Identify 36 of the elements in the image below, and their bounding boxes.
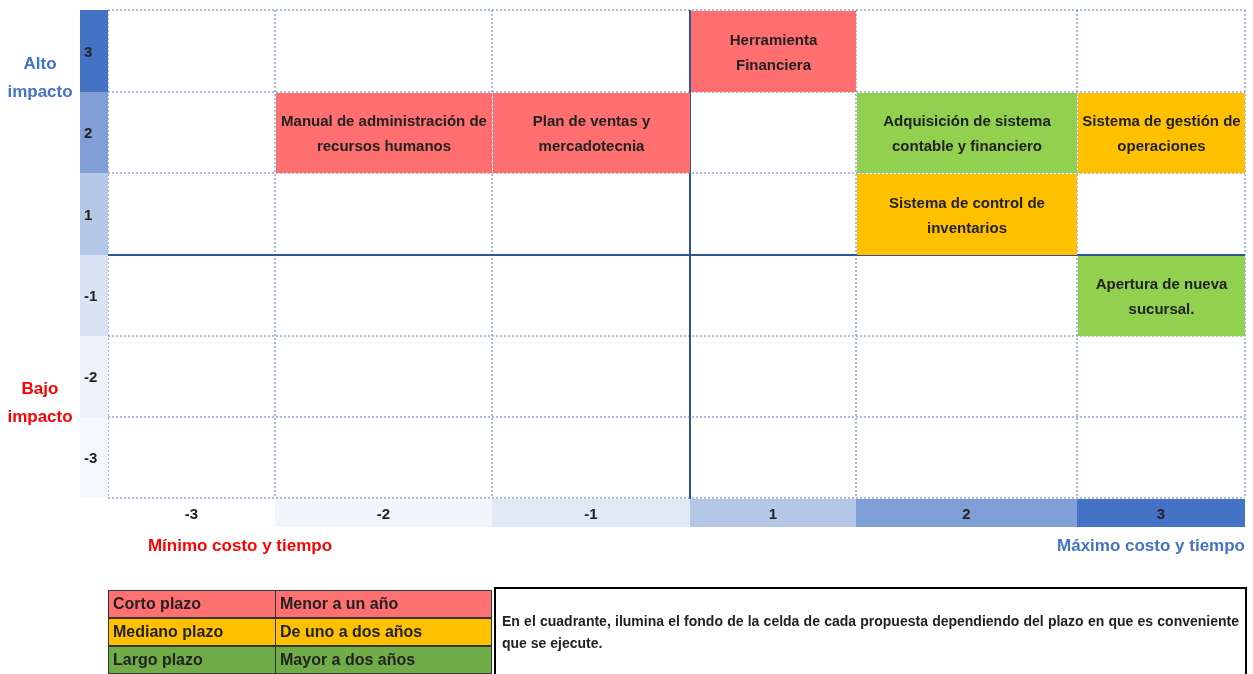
row-header: 3 (80, 10, 108, 92)
proposal-text: Apertura de nueva sucursal. (1094, 274, 1229, 319)
proposal-cell (1078, 93, 1245, 173)
column-header: -1 (492, 499, 690, 527)
impact-heading: Alto impacto (6, 53, 74, 103)
instruction-note: En el cuadrante, ilumina el fondo de la celda de cada propuesta dependiendo del plazo en que es conveniente que se ejecute. (502, 611, 1239, 653)
proposal-text: Herramienta Financiera (728, 29, 819, 75)
row-header: -2 (80, 336, 108, 417)
column-header: 3 (1077, 499, 1245, 527)
impact-heading: Bajo impacto (6, 378, 74, 428)
proposal-text: Adquisición de sistema contable y financiero (882, 111, 1052, 156)
axis-title: Máximo costo y tiempo (1056, 535, 1245, 557)
row-header: 1 (80, 173, 108, 255)
legend-description: Mayor a dos años (275, 646, 492, 674)
legend-swatch: Largo plazo (108, 646, 276, 674)
proposal-cell (857, 93, 1077, 173)
proposal-cell (493, 93, 690, 173)
proposal-text: Sistema de gestión de operaciones (1082, 111, 1241, 156)
axis-title: Mínimo costo y tiempo (146, 535, 334, 557)
column-header: -2 (275, 499, 492, 527)
proposal-text: Manual de administración de recursos humanos (280, 111, 488, 156)
legend-swatch: Corto plazo (108, 590, 276, 618)
column-header: 2 (856, 499, 1077, 527)
proposal-cell (276, 93, 492, 173)
legend-description: Menor a un año (275, 590, 492, 618)
proposal-cell (1078, 256, 1245, 336)
legend-description: De uno a dos años (275, 618, 492, 646)
proposal-text: Plan de ventas y mercadotecnia (531, 111, 652, 156)
row-header: -1 (80, 255, 108, 336)
proposal-cell (691, 11, 856, 92)
proposal-cell (857, 174, 1077, 255)
row-header: -3 (80, 417, 108, 498)
legend-swatch: Mediano plazo (108, 618, 276, 646)
row-header: 2 (80, 92, 108, 173)
column-header: 1 (690, 499, 856, 527)
proposal-text: Sistema de control de inventarios (888, 192, 1046, 238)
